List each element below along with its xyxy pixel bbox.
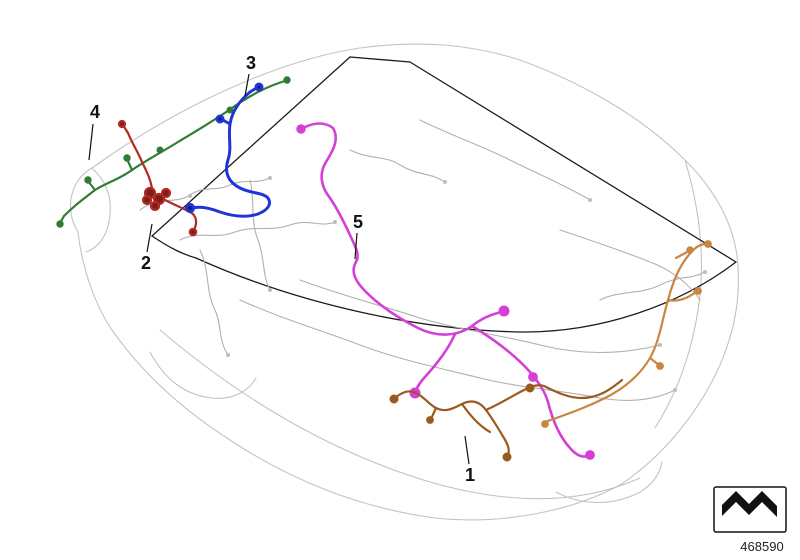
- callout-1[interactable]: 1: [464, 435, 475, 485]
- cowl-line: [151, 235, 197, 259]
- callout-3-label[interactable]: 3: [246, 53, 256, 73]
- gray-wire: [599, 271, 706, 301]
- gray-connector: [673, 388, 677, 392]
- blue-main-run: [190, 90, 272, 218]
- callout-2[interactable]: 2: [141, 223, 153, 273]
- side-window-top-line: [409, 61, 737, 263]
- magenta-branch-rear: [470, 324, 590, 458]
- orange-main-run: [543, 242, 708, 424]
- leader-line-5: [354, 232, 358, 260]
- leader-line-2: [146, 223, 153, 253]
- blue-connectors: [184, 82, 264, 214]
- background-wiring-gray: [139, 119, 707, 401]
- callout-1-label[interactable]: 1: [465, 465, 475, 485]
- zigzag-cable-icon: [722, 491, 777, 517]
- green-connectors: [56, 76, 291, 228]
- callout-3[interactable]: 3: [244, 53, 256, 97]
- gray-wire: [419, 119, 591, 201]
- gray-connector: [703, 270, 707, 274]
- gray-connector: [333, 220, 337, 224]
- red-main-run: [126, 131, 154, 190]
- gray-connector: [588, 198, 592, 202]
- orange-branch: [674, 249, 691, 260]
- leader-line-1: [464, 435, 470, 465]
- legend-box[interactable]: [713, 486, 787, 533]
- brown-branch: [460, 402, 492, 434]
- gray-connector: [188, 194, 192, 198]
- gray-wire: [239, 299, 676, 401]
- callout-4-label[interactable]: 4: [90, 102, 100, 122]
- harness-3-blue: [184, 82, 272, 218]
- gray-connector: [226, 353, 230, 357]
- gray-connector: [658, 343, 662, 347]
- magenta-branch-floor: [414, 332, 457, 394]
- callout-5-label[interactable]: 5: [353, 212, 363, 232]
- harness-1-brown: [389, 378, 624, 462]
- gray-wire: [249, 179, 271, 291]
- orange-connectors: [541, 240, 712, 428]
- gray-connector: [268, 176, 272, 180]
- front-fender-line: [85, 167, 111, 253]
- brown-rear-run: [484, 378, 624, 412]
- window-frame-lines: [151, 56, 737, 333]
- leader-line-4: [88, 123, 94, 161]
- callout-5[interactable]: 5: [353, 212, 363, 260]
- a-pillar-line: [151, 56, 351, 237]
- red-connector-cluster: [117, 119, 198, 237]
- beltline-curve: [195, 257, 737, 333]
- gray-wire: [199, 249, 229, 356]
- callout-2-label[interactable]: 2: [141, 253, 151, 273]
- gray-wire: [179, 221, 336, 241]
- diagram-number: 468590: [740, 539, 783, 554]
- gray-wire: [299, 279, 661, 354]
- brown-main-run: [393, 390, 510, 457]
- gray-wire: [349, 149, 446, 183]
- leader-line-3: [244, 73, 250, 97]
- callout-4[interactable]: 4: [88, 102, 100, 161]
- gray-connector: [268, 288, 272, 292]
- car-body-outline: [69, 43, 739, 521]
- magenta-main-run: [301, 122, 504, 336]
- brown-connectors: [389, 383, 535, 462]
- gray-connector: [443, 180, 447, 184]
- harness-orange-right: [541, 240, 712, 428]
- rocker-line: [159, 329, 641, 500]
- roof-edge-line: [349, 56, 411, 63]
- car-silhouette: [69, 43, 739, 521]
- rear-wheel-arch: [555, 461, 663, 504]
- green-main-run: [62, 78, 290, 218]
- rear-hatch-line: [654, 159, 703, 429]
- harness-5-magenta: [296, 122, 595, 460]
- front-wheel-arch: [149, 351, 257, 399]
- gray-wire: [559, 229, 701, 301]
- orange-branch: [666, 290, 698, 302]
